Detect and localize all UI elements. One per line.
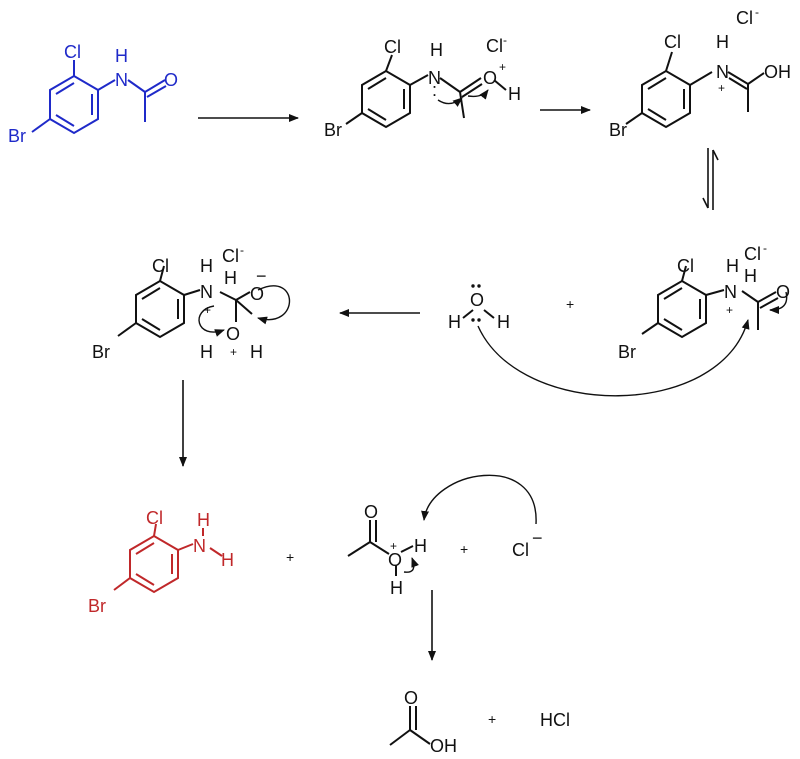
plus-sign: + <box>566 296 574 312</box>
chloride-ion: Cl <box>744 244 761 264</box>
hydrogen-label: H <box>497 312 510 332</box>
chlorine-label: Cl <box>64 42 81 62</box>
hydrogen-label: H <box>221 550 234 570</box>
positive-charge: + <box>726 303 733 317</box>
curved-arrow <box>257 285 291 325</box>
lone-pair <box>477 284 481 288</box>
acetic-acid: O OH <box>389 688 457 756</box>
hydrogen-label: H <box>448 312 461 332</box>
bromine-label: Br <box>8 126 26 146</box>
hydrogen-label: H <box>508 84 521 104</box>
positive-charge: + <box>390 539 397 553</box>
plus-sign: + <box>460 541 468 557</box>
hydrogen-label: H <box>726 256 739 276</box>
nucleophilic-attack-arrow <box>477 319 750 397</box>
hydrogen-label: H <box>200 342 213 362</box>
hydrogen-label: H <box>250 342 263 362</box>
lone-pair <box>477 318 481 322</box>
chlorine-label: Cl <box>384 37 401 57</box>
negative-charge: - <box>503 33 507 47</box>
chlorine-label: Cl <box>677 256 694 276</box>
protonated-amide: Cl Br N H : O + H Cl - <box>324 33 521 140</box>
curved-arrow <box>769 291 788 314</box>
bromine-label: Br <box>88 596 106 616</box>
chloride-ion: Cl <box>222 246 239 266</box>
oxygen-label: O <box>776 282 790 302</box>
oxygen-label: O <box>483 68 497 88</box>
chloride-ion: Cl <box>512 540 529 560</box>
hydrogen-label: H <box>414 536 427 556</box>
oxygen-label: O <box>404 688 418 708</box>
positive-charge: + <box>204 303 211 317</box>
equilibrium-arrows <box>702 148 719 210</box>
bromine-label: Br <box>324 120 342 140</box>
chlorine-label: Cl <box>664 32 681 52</box>
chloride-ion: Cl <box>736 8 753 28</box>
positive-charge: + <box>230 345 237 359</box>
negative-charge: - <box>763 241 767 255</box>
hcl-product: HCl <box>540 710 570 730</box>
nitrogen-label: N <box>724 282 737 302</box>
nitrogen-label: N <box>115 70 128 90</box>
oxygen-label: O <box>164 70 178 90</box>
hydrogen-label: H <box>744 266 757 286</box>
plus-sign: + <box>286 549 294 565</box>
nitrogen-label: N <box>200 282 213 302</box>
lone-pair <box>471 318 475 322</box>
negative-charge: − <box>256 266 267 286</box>
oxygen-label: O <box>470 290 484 310</box>
nitrogen-label: N <box>428 68 441 88</box>
negative-charge: - <box>755 5 759 19</box>
curved-arrow <box>421 474 537 525</box>
bromine-label: Br <box>609 120 627 140</box>
curved-arrow <box>467 89 489 100</box>
hydrogen-label: H <box>430 40 443 60</box>
hydrogen-label: H <box>224 268 237 288</box>
curved-arrow <box>198 305 225 337</box>
carbocation-intermediate: Cl Br N H H + O Cl - <box>618 241 790 362</box>
water-molecule: O H H <box>448 284 510 332</box>
hydroxyl-label: OH <box>430 736 457 756</box>
protonated-acetic-acid: O O + H H <box>347 502 427 598</box>
plus-sign: + <box>488 711 496 727</box>
tetrahedral-intermediate: Cl Br N H H + O − O H H + Cl - <box>92 243 291 362</box>
hydrogen-label: H <box>115 46 128 66</box>
chlorine-label: Cl <box>146 508 163 528</box>
negative-charge: − <box>532 528 543 548</box>
product-bromochloroaniline: Cl Br N H H <box>88 508 234 616</box>
hydrogen-label: H <box>390 578 403 598</box>
negative-charge: - <box>240 243 244 257</box>
oxygen-label: O <box>364 502 378 522</box>
oxygen-label: O <box>250 284 264 304</box>
hydrogen-label: H <box>197 510 210 530</box>
hydroxyl-label: OH <box>764 62 791 82</box>
lone-pair: : <box>432 80 437 100</box>
lone-pair <box>471 284 475 288</box>
hydrogen-label: H <box>200 256 213 276</box>
oxygen-label: O <box>388 550 402 570</box>
curved-arrow <box>437 97 463 107</box>
nitrogen-label: N <box>193 536 206 556</box>
positive-charge: + <box>718 81 725 95</box>
oxygen-label: O <box>226 324 240 344</box>
starting-material-acetanilide: Cl Br N H O <box>8 42 178 146</box>
chlorine-label: Cl <box>152 256 169 276</box>
iminium-intermediate: Cl Br N H + OH Cl - <box>609 5 791 140</box>
hydrogen-label: H <box>716 32 729 52</box>
positive-charge: + <box>499 60 506 74</box>
chloride-ion: Cl <box>486 36 503 56</box>
curved-arrow <box>403 557 419 573</box>
bromine-label: Br <box>618 342 636 362</box>
nitrogen-label: N <box>716 62 729 82</box>
bromine-label: Br <box>92 342 110 362</box>
